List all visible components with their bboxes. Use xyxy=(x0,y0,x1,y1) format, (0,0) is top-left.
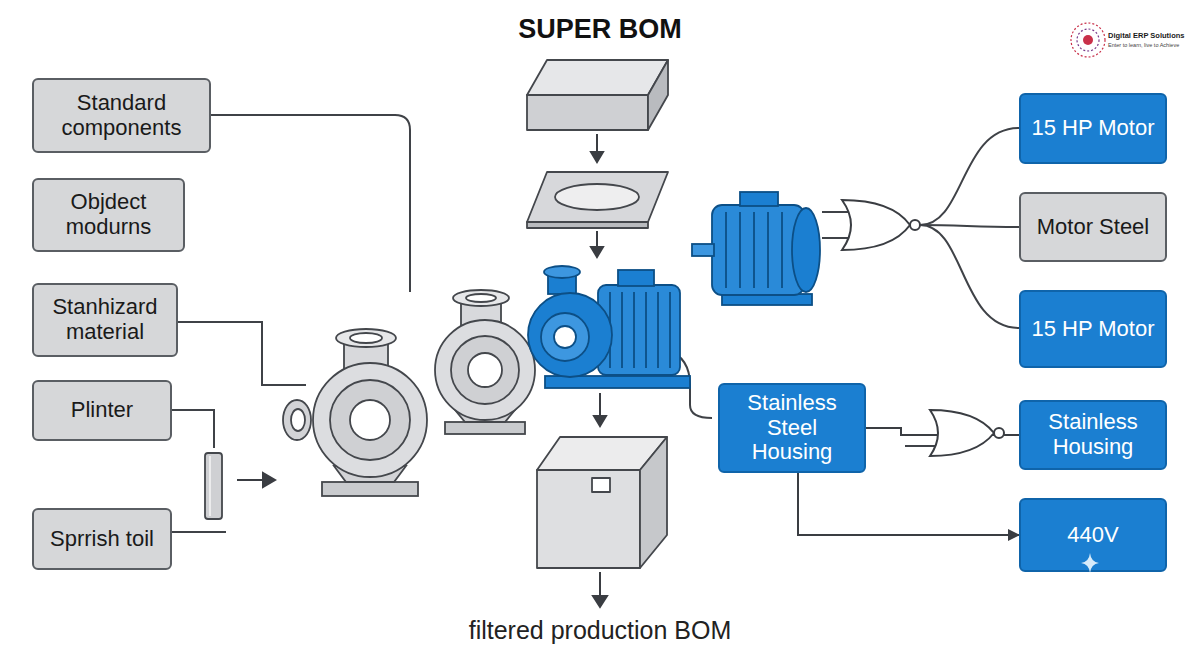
component-box: Standard components xyxy=(32,78,211,153)
box-label: Plinter xyxy=(71,398,133,423)
option-box: Stainless Housing xyxy=(1019,400,1167,470)
box-label: Objdect modurns xyxy=(42,190,175,239)
gate-wire xyxy=(920,225,1019,328)
leader-line xyxy=(178,322,306,385)
leader-line xyxy=(172,531,226,533)
component-box: Objdect modurns xyxy=(32,178,185,252)
seal-ring xyxy=(283,400,311,440)
option-box: 15 HP Motor xyxy=(1019,93,1167,164)
box-label: 15 HP Motor xyxy=(1031,317,1154,342)
pump-motor-assembly xyxy=(528,266,690,388)
component-box: Plinter xyxy=(32,380,172,441)
box-label: Standard components xyxy=(42,91,201,140)
option-box: Stainless Steel Housing xyxy=(718,383,866,473)
component-box: Sprrish toil xyxy=(32,508,172,570)
motor xyxy=(692,192,820,305)
option-box: 15 HP Motor xyxy=(1019,290,1167,368)
connector xyxy=(798,473,1019,535)
box-label: Stainless Steel Housing xyxy=(728,391,856,465)
nor-gate xyxy=(930,410,1004,456)
component-box: Motor Steel xyxy=(1019,192,1167,262)
diagram-title: SUPER BOM xyxy=(0,14,1200,45)
nor-gate xyxy=(842,200,920,250)
pump-casing xyxy=(313,329,427,496)
gate-wire xyxy=(920,225,1019,227)
gate-wire xyxy=(920,128,1019,225)
box-label: Stanhizard material xyxy=(42,295,168,344)
diagram-caption: filtered production BOM xyxy=(0,616,1200,645)
box-label: 15 HP Motor xyxy=(1031,116,1154,141)
pump-casing xyxy=(435,290,535,434)
leader-line xyxy=(172,410,214,448)
plate-part xyxy=(527,172,668,228)
leader-line xyxy=(211,115,410,292)
logo-text: Digital ERP Solutions xyxy=(1108,31,1185,40)
block-part xyxy=(527,60,668,130)
box-label: Motor Steel xyxy=(1037,215,1150,240)
logo-mark xyxy=(1071,23,1105,57)
box-label: 440V xyxy=(1067,523,1118,548)
component-box: Stanhizard material xyxy=(32,283,178,357)
box-label: Stainless Housing xyxy=(1029,410,1157,459)
box-label: Sprrish toil xyxy=(50,527,154,552)
logo-text: Enter to learn, live to Achieve xyxy=(1108,42,1179,48)
sparkle xyxy=(1080,552,1100,574)
cylinder-part xyxy=(205,453,222,519)
carton xyxy=(537,437,667,568)
